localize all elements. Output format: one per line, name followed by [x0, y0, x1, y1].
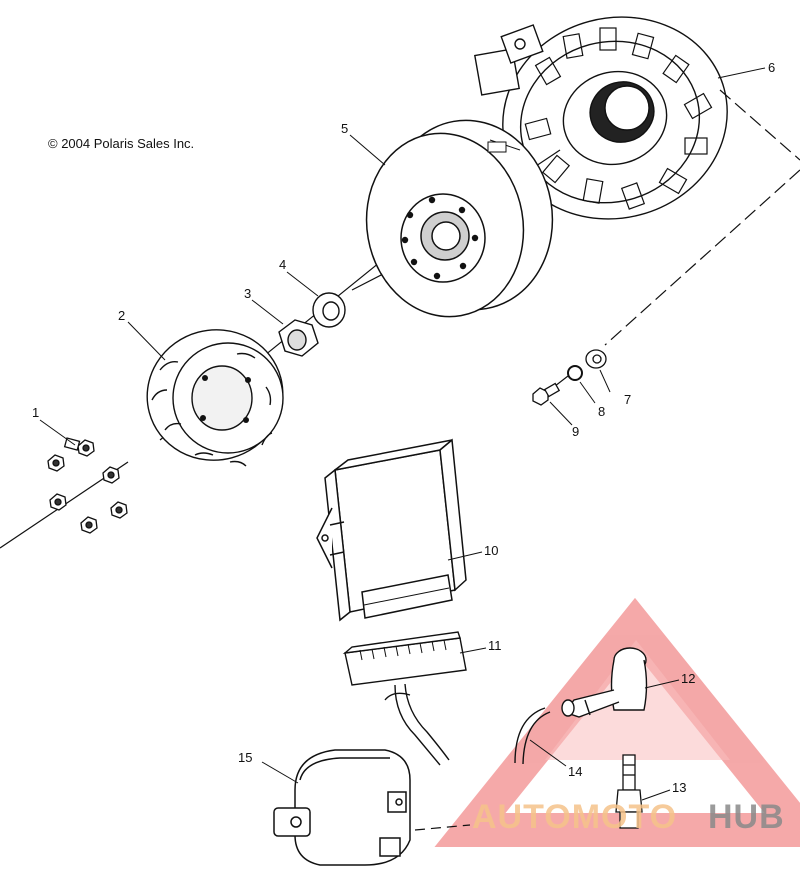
callout-13: 13	[672, 780, 686, 795]
watermark-brand-part1: AUTOMOTO	[472, 798, 677, 836]
nut-part-3	[278, 319, 319, 357]
callout-2: 2	[118, 308, 125, 323]
watermark-text: AUTOMOTO HUB	[472, 798, 785, 836]
callout-3: 3	[244, 286, 251, 301]
callout-12: 12	[681, 671, 695, 686]
callout-6: 6	[768, 60, 775, 75]
connector-part-11	[342, 631, 467, 766]
screw-part-9	[532, 382, 561, 406]
callout-9: 9	[572, 424, 579, 439]
callout-5: 5	[341, 121, 348, 136]
lockwasher-part-8	[567, 365, 583, 381]
spark-plug-cap-part-12	[561, 647, 648, 718]
watermark-brand-part2: HUB	[708, 798, 785, 836]
wire-part-14	[514, 707, 551, 765]
callout-8: 8	[598, 404, 605, 419]
starter-cup-part-2	[146, 329, 284, 467]
callout-11: 11	[488, 638, 502, 653]
washer-part-4	[312, 292, 346, 328]
cdi-box-part-10	[316, 438, 467, 622]
washer-part-7	[585, 349, 607, 369]
ignition-coil-part-15	[273, 749, 411, 866]
copyright-text: © 2004 Polaris Sales Inc.	[48, 136, 195, 151]
callout-15: 15	[238, 750, 252, 765]
callout-14: 14	[568, 764, 582, 779]
callout-1: 1	[32, 405, 39, 420]
callout-4: 4	[279, 257, 286, 272]
bolts-part-1	[47, 437, 128, 534]
callout-7: 7	[624, 392, 631, 407]
flywheel-part-5	[365, 119, 554, 318]
callout-10: 10	[484, 543, 498, 558]
spark-plug-part-13	[615, 754, 643, 829]
stator-part-6	[474, 16, 728, 220]
